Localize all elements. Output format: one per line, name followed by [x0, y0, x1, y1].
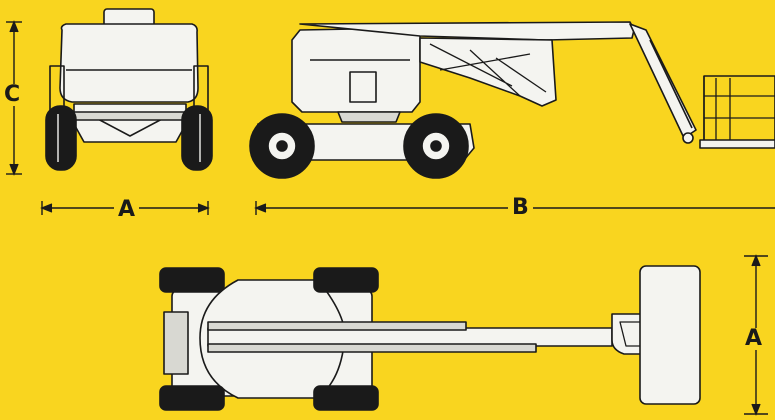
front-view-tire-right	[181, 105, 213, 171]
top-view-tire-rear-left	[159, 267, 225, 293]
side-view-main-boom	[299, 21, 635, 41]
top-view-tire-front-left	[313, 267, 379, 293]
side-view-turntable	[291, 27, 421, 113]
side-view-jib	[629, 23, 697, 139]
top-view-boom-upper-section	[207, 321, 467, 331]
side-view-platform-floor	[699, 139, 775, 149]
side-view-riser	[419, 37, 557, 107]
top-view-front-bumper	[163, 311, 189, 375]
dimension-a-front-label: A	[114, 199, 140, 221]
front-view	[45, 8, 213, 171]
dimension-b-label: B	[508, 197, 533, 219]
front-view-chassis-band	[73, 111, 187, 121]
side-view	[249, 21, 775, 179]
side-view-riser-links	[429, 43, 547, 97]
side-view-wheel-rear	[249, 113, 315, 179]
top-view-tire-front-right	[313, 385, 379, 411]
side-view-jib-pivot	[682, 132, 694, 144]
top-view-platform	[639, 265, 701, 405]
dimension-c-label: C	[0, 84, 25, 106]
side-view-base	[337, 111, 401, 123]
dimension-a-top-label: A	[741, 328, 767, 350]
top-view-boom-lower-section	[207, 343, 537, 353]
front-view-axle	[95, 117, 165, 137]
front-view-tire-left	[45, 105, 77, 171]
top-view-tire-rear-right	[159, 385, 225, 411]
side-view-jib-line	[649, 39, 693, 129]
side-view-platform-rails	[703, 76, 775, 146]
front-view-cabin	[59, 23, 199, 103]
side-view-wheel-front	[403, 113, 469, 179]
side-view-platform-basket	[703, 75, 775, 147]
top-view	[159, 265, 701, 411]
side-view-access-panel	[349, 71, 377, 103]
